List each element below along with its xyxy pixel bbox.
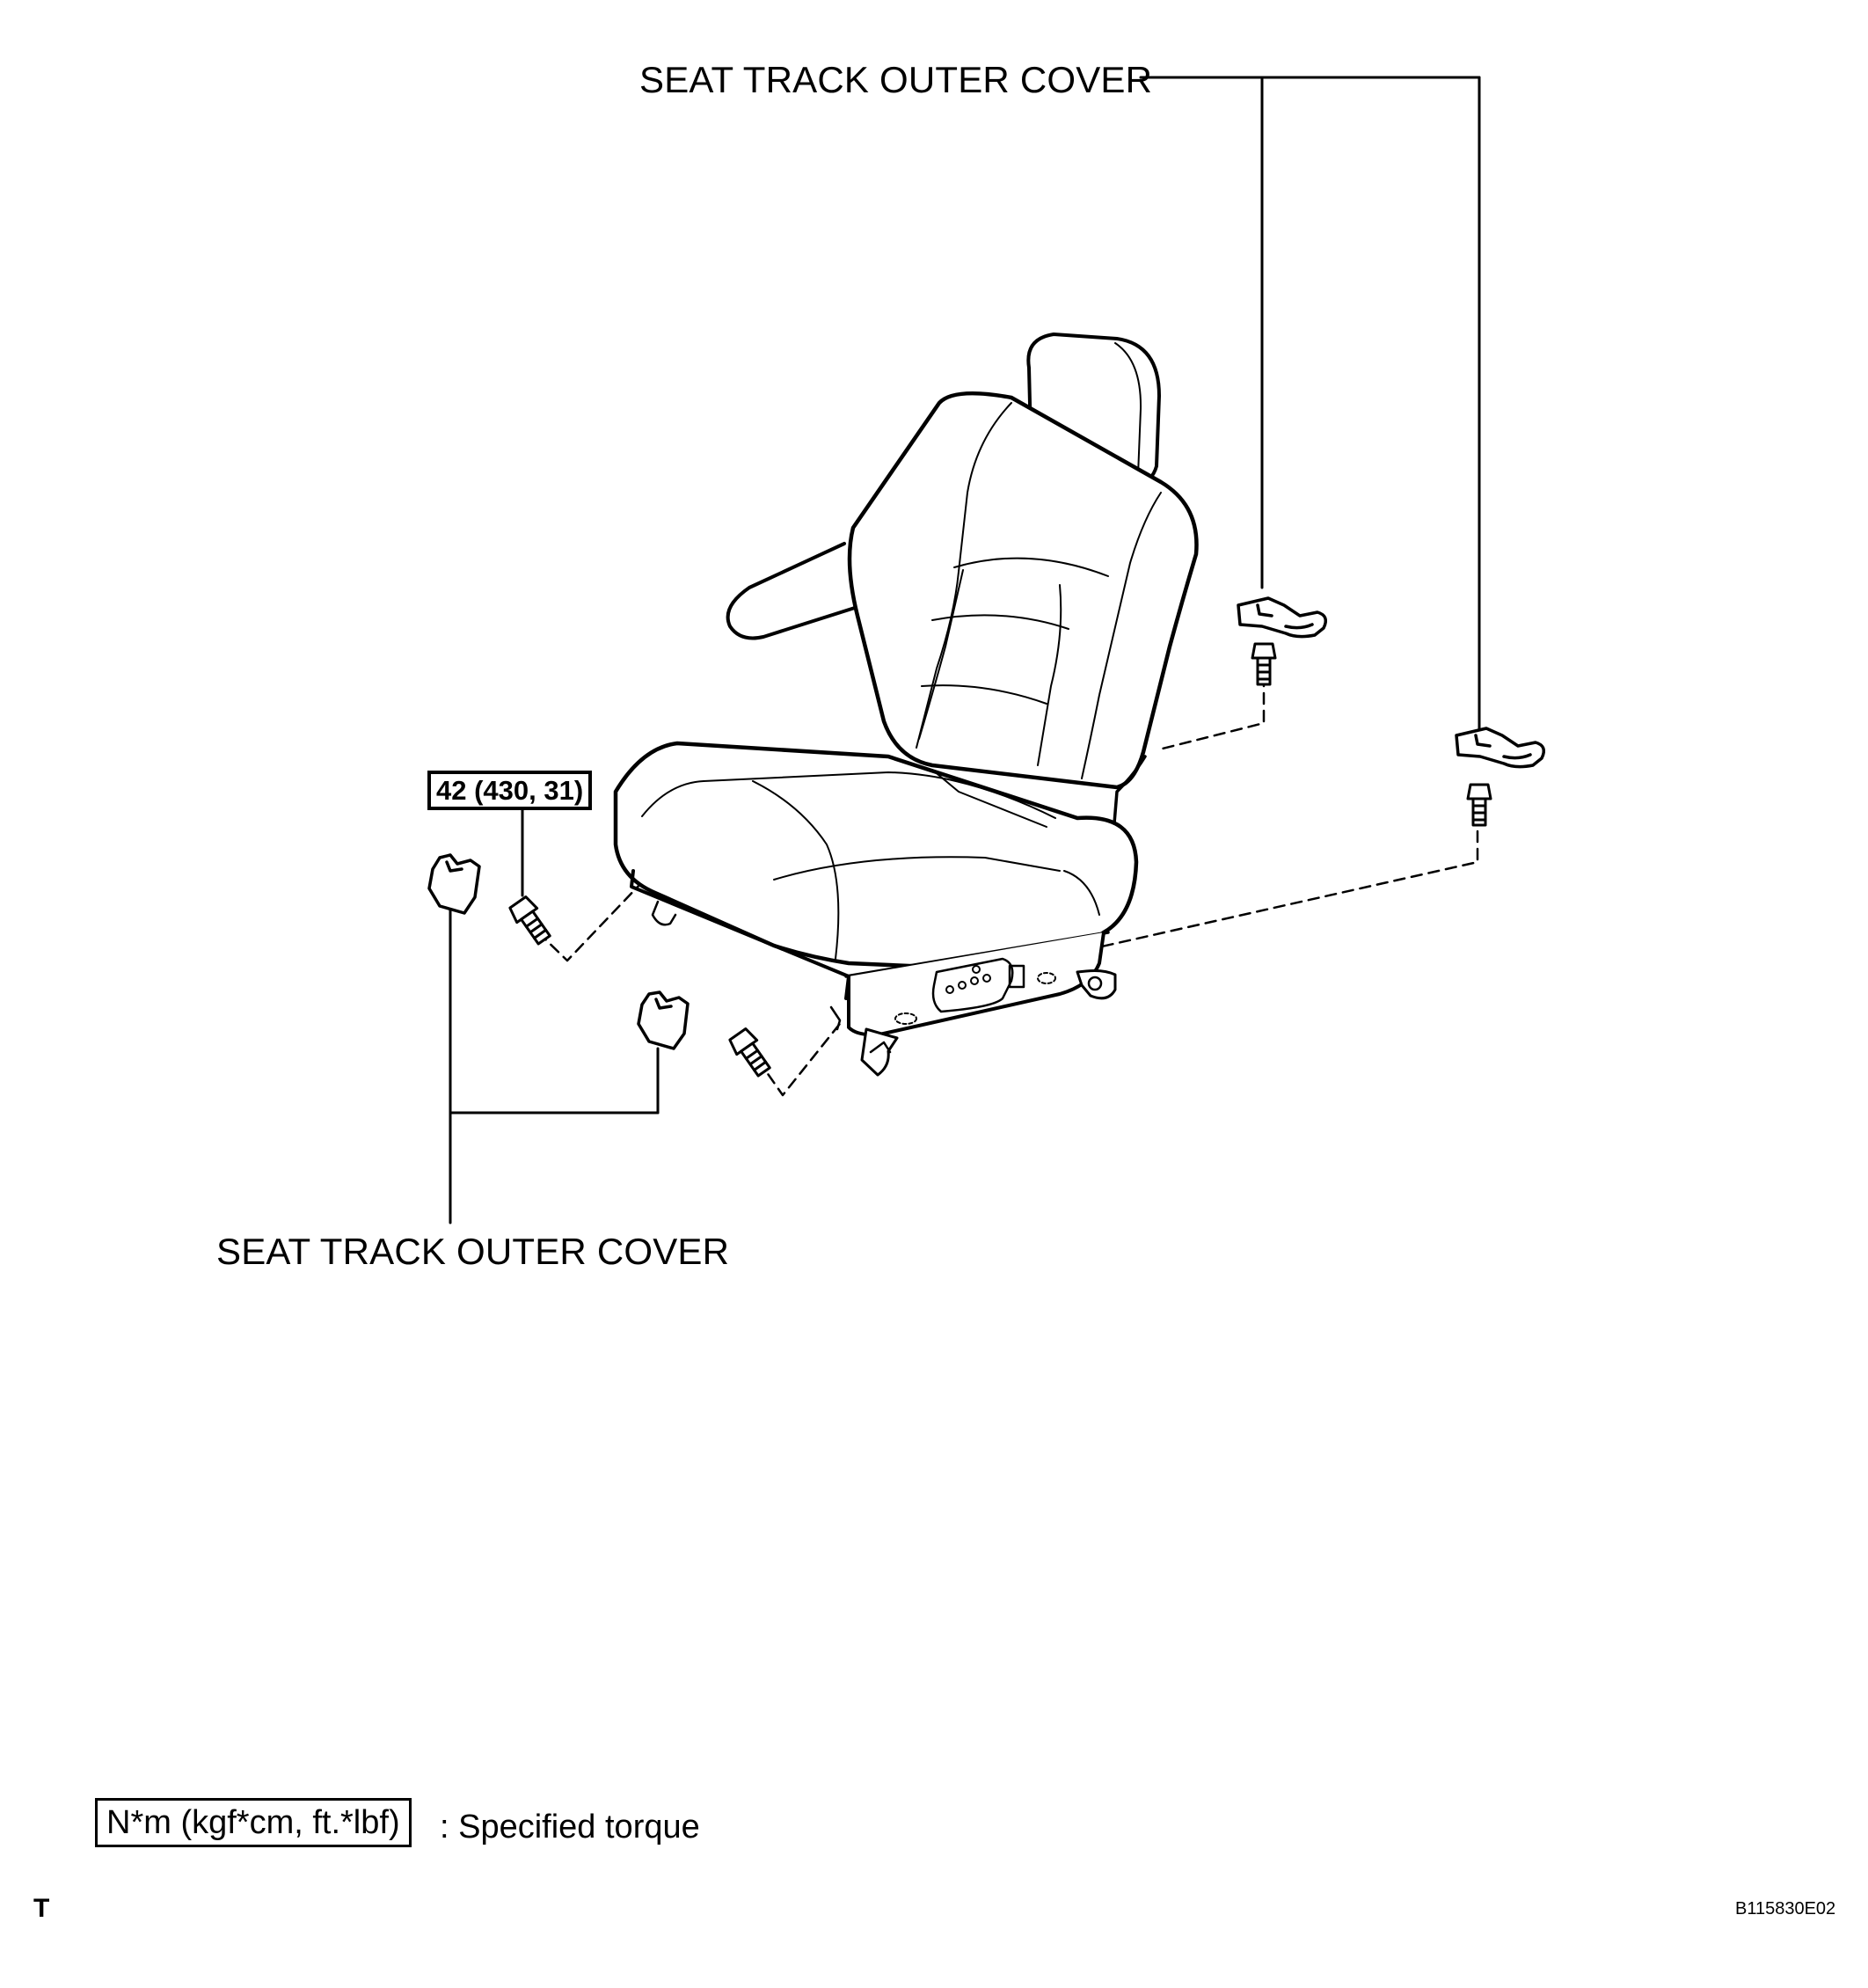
top-callout-leaders bbox=[1139, 76, 1481, 732]
footer-letter: T bbox=[33, 1894, 50, 1923]
seat-track-outer-cover-right-1 bbox=[1237, 596, 1328, 639]
seat-track-foot-front bbox=[860, 1027, 899, 1077]
seat-illustration bbox=[613, 333, 1199, 1077]
seat-armrest bbox=[726, 542, 859, 640]
bolt-left-2 bbox=[728, 1027, 771, 1078]
seat-track-outer-cover-left-2 bbox=[637, 990, 690, 1050]
callout-seat-track-outer-cover-top: SEAT TRACK OUTER COVER bbox=[639, 59, 1153, 100]
callout-seat-track-outer-cover-bottom: SEAT TRACK OUTER COVER bbox=[216, 1231, 730, 1272]
seat-track-foot-right bbox=[1076, 969, 1117, 1000]
bolt-right-1 bbox=[1251, 642, 1277, 686]
torque-value-label: 42 (430, 31) bbox=[427, 771, 593, 810]
legend-torque-description: : Specified torque bbox=[440, 1809, 700, 1845]
bottom-callout-leaders bbox=[449, 878, 660, 1224]
bolt-right-2 bbox=[1466, 783, 1492, 827]
seat-track-outer-cover-left-1 bbox=[427, 853, 481, 915]
seat-backrest bbox=[847, 391, 1199, 790]
seat-track-foot-left bbox=[651, 900, 677, 926]
seat-track-outer-cover-right-2 bbox=[1455, 727, 1546, 769]
dashed-install-lines bbox=[536, 674, 1479, 1097]
footer-figure-code: B115830E02 bbox=[1735, 1899, 1836, 1919]
legend-torque-unit-box: N*m (kgf*cm, ft.*lbf) bbox=[95, 1798, 412, 1847]
bolt-left-1 bbox=[508, 895, 551, 946]
